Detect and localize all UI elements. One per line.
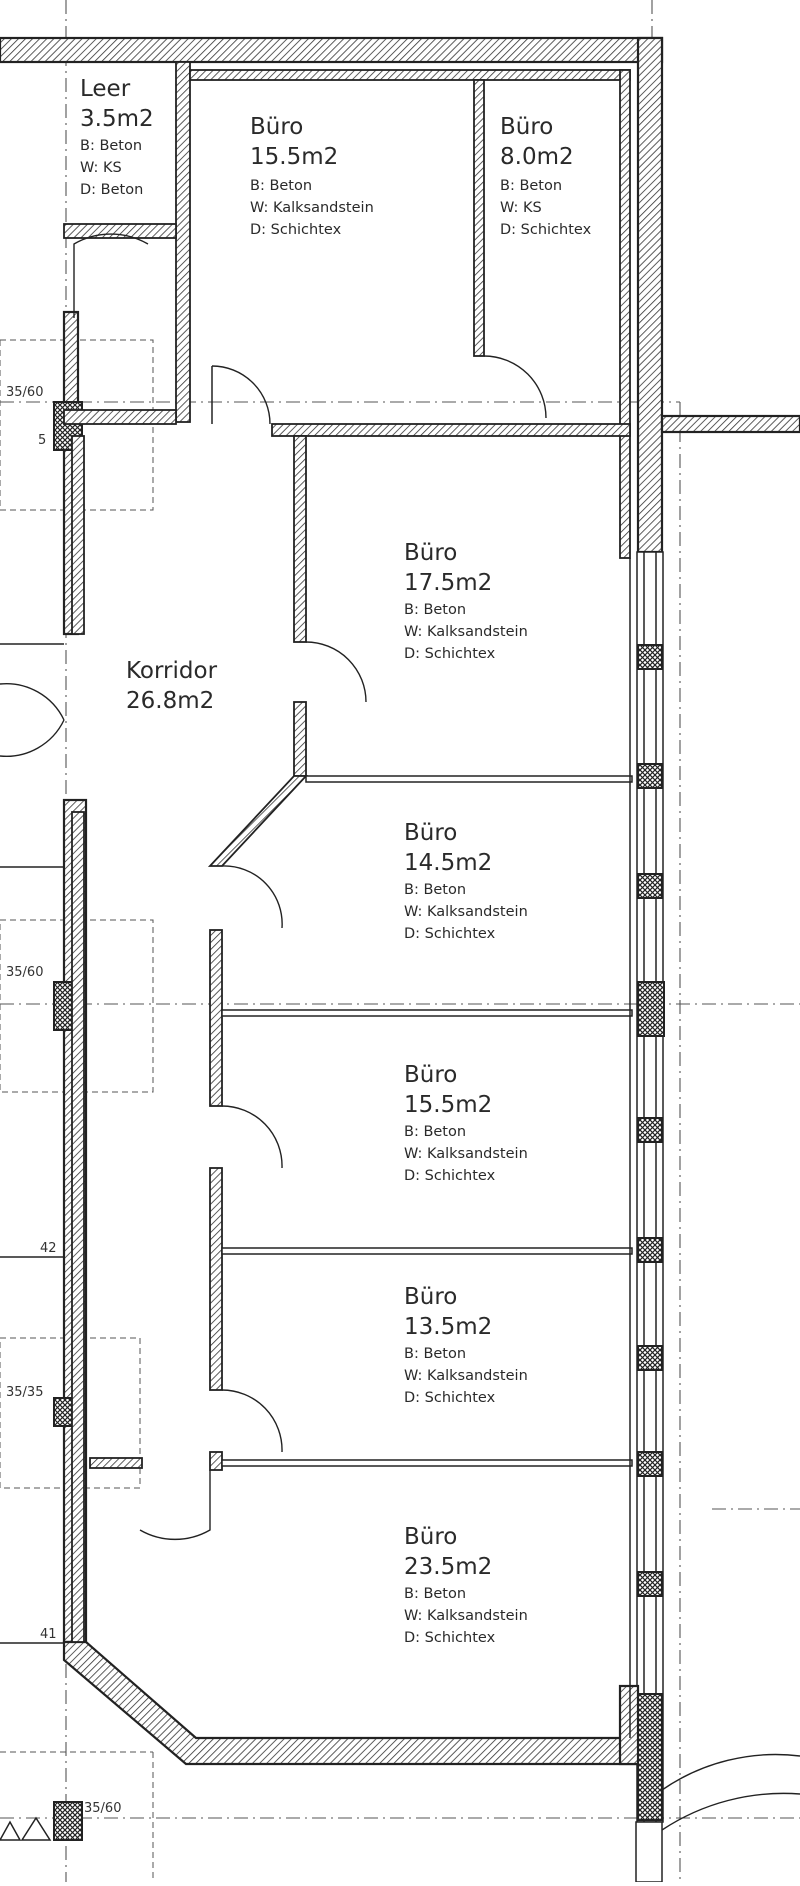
room-ceiling-spec: D: Schichtex bbox=[404, 1168, 496, 1184]
dimension-label: 35/35 bbox=[6, 1385, 43, 1400]
room-buero-3: Büro 17.5m2 B: Beton W: Kalksandstein D:… bbox=[404, 540, 528, 662]
room-floor-spec: B: Beton bbox=[404, 1586, 466, 1602]
room-leer: Leer 3.5m2 B: Beton W: KS D: Beton bbox=[80, 76, 154, 198]
room-buero-2: Büro 8.0m2 B: Beton W: KS D: Schichtex bbox=[500, 114, 592, 238]
room-ceiling-spec: D: Schichtex bbox=[404, 1630, 496, 1646]
doors bbox=[0, 233, 547, 1540]
room-name: Leer bbox=[80, 76, 131, 102]
room-floor-spec: B: Beton bbox=[404, 882, 466, 898]
room-name: Büro bbox=[404, 1284, 457, 1310]
room-wall-spec: W: Kalksandstein bbox=[404, 1146, 528, 1162]
room-area: 15.5m2 bbox=[250, 144, 338, 170]
room-wall-spec: W: Kalksandstein bbox=[404, 904, 528, 920]
room-wall-spec: W: Kalksandstein bbox=[404, 1608, 528, 1624]
room-ceiling-spec: D: Schichtex bbox=[404, 1390, 496, 1406]
room-buero-5: Büro 15.5m2 B: Beton W: Kalksandstein D:… bbox=[404, 1062, 528, 1184]
room-ceiling-spec: D: Schichtex bbox=[404, 646, 496, 662]
dimension-labels: 35/60 5 35/60 42 35/35 41 35/60 bbox=[6, 385, 121, 1816]
room-wall-spec: W: Kalksandstein bbox=[404, 1368, 528, 1384]
room-area: 15.5m2 bbox=[404, 1092, 492, 1118]
dimension-label: 42 bbox=[40, 1241, 57, 1256]
room-name: Büro bbox=[404, 1062, 457, 1088]
room-ceiling-spec: D: Beton bbox=[80, 182, 143, 198]
room-buero-6: Büro 13.5m2 B: Beton W: Kalksandstein D:… bbox=[404, 1284, 528, 1406]
room-name: Büro bbox=[500, 114, 553, 140]
dimension-label: 35/60 bbox=[6, 385, 43, 400]
office-partitions bbox=[221, 558, 633, 1738]
room-floor-spec: B: Beton bbox=[404, 602, 466, 618]
room-wall-spec: W: KS bbox=[500, 200, 542, 216]
room-floor-spec: B: Beton bbox=[500, 178, 562, 194]
interior-walls bbox=[63, 61, 631, 1643]
room-ceiling-spec: D: Schichtex bbox=[250, 222, 342, 238]
room-area: 17.5m2 bbox=[404, 570, 492, 596]
dimension-label: 5 bbox=[38, 433, 46, 448]
room-wall-spec: W: Kalksandstein bbox=[404, 624, 528, 640]
room-name: Korridor bbox=[126, 658, 218, 684]
dimension-label: 35/60 bbox=[84, 1801, 121, 1816]
room-ceiling-spec: D: Schichtex bbox=[500, 222, 592, 238]
room-area: 23.5m2 bbox=[404, 1554, 492, 1580]
room-area: 14.5m2 bbox=[404, 850, 492, 876]
room-name: Büro bbox=[404, 540, 457, 566]
room-ceiling-spec: D: Schichtex bbox=[404, 926, 496, 942]
facade-columns bbox=[637, 644, 665, 1821]
room-area: 26.8m2 bbox=[126, 688, 214, 714]
room-area: 8.0m2 bbox=[500, 144, 574, 170]
room-wall-spec: W: KS bbox=[80, 160, 122, 176]
dimension-label: 35/60 bbox=[6, 965, 43, 980]
triangle-symbols bbox=[0, 1816, 52, 1841]
room-area: 13.5m2 bbox=[404, 1314, 492, 1340]
room-floor-spec: B: Beton bbox=[404, 1346, 466, 1362]
room-floor-spec: B: Beton bbox=[404, 1124, 466, 1140]
room-name: Büro bbox=[404, 820, 457, 846]
room-floor-spec: B: Beton bbox=[80, 138, 142, 154]
dimension-label: 41 bbox=[40, 1627, 57, 1642]
room-area: 3.5m2 bbox=[80, 106, 154, 132]
room-buero-7: Büro 23.5m2 B: Beton W: Kalksandstein D:… bbox=[404, 1524, 528, 1646]
room-buero-1: Büro 15.5m2 B: Beton W: Kalksandstein D:… bbox=[250, 114, 374, 238]
room-wall-spec: W: Kalksandstein bbox=[250, 200, 374, 216]
room-floor-spec: B: Beton bbox=[250, 178, 312, 194]
room-name: Büro bbox=[250, 114, 303, 140]
room-korridor: Korridor 26.8m2 bbox=[126, 658, 218, 714]
room-buero-4: Büro 14.5m2 B: Beton W: Kalksandstein D:… bbox=[404, 820, 528, 942]
room-name: Büro bbox=[404, 1524, 457, 1550]
bottom-right-curve bbox=[635, 1753, 800, 1883]
